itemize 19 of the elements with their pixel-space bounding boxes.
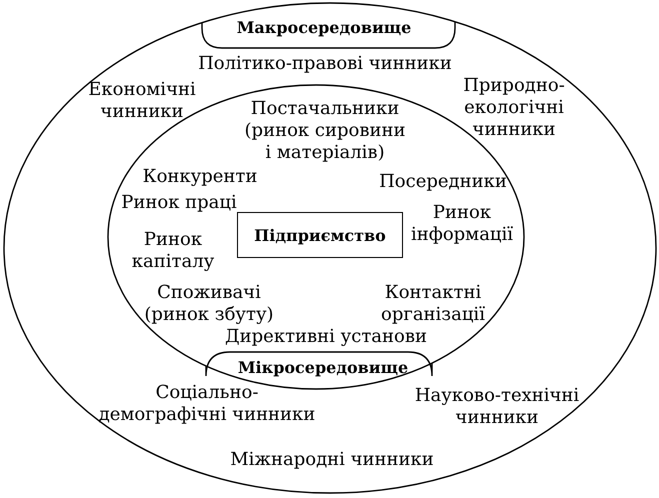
factor-label: Політико-правові чинники [198, 53, 452, 75]
factor-label: Конкуренти [142, 166, 258, 188]
factor-label: Ринок капіталу [130, 229, 216, 273]
factor-label: Науково-технічні чинники [414, 385, 580, 429]
factor-label: Постачальники (ринок сировини і матеріалів) [244, 98, 406, 164]
factor-label: Контактні організації [380, 282, 486, 326]
factor-label: Директивні установи [225, 326, 427, 348]
center-box: Підприємство [237, 212, 403, 258]
factor-label: Ринок інформації [410, 202, 514, 246]
factor-label: Економічні чинники [87, 79, 197, 123]
factor-label: Міжнародні чинники [230, 449, 434, 471]
factor-label: Ринок праці [121, 192, 237, 214]
factor-label: Природно-екологічні чинники [462, 75, 566, 141]
ellipse-title: Мікросередовище [238, 358, 408, 378]
factor-label: Споживачі (ринок збуту) [143, 282, 275, 326]
factor-label: Соціально-демографічні чинники [98, 382, 316, 426]
ellipse-title: Макросередовище [236, 18, 412, 38]
factor-label: Посередники [379, 171, 507, 193]
outer-ellipse [3, 2, 657, 494]
